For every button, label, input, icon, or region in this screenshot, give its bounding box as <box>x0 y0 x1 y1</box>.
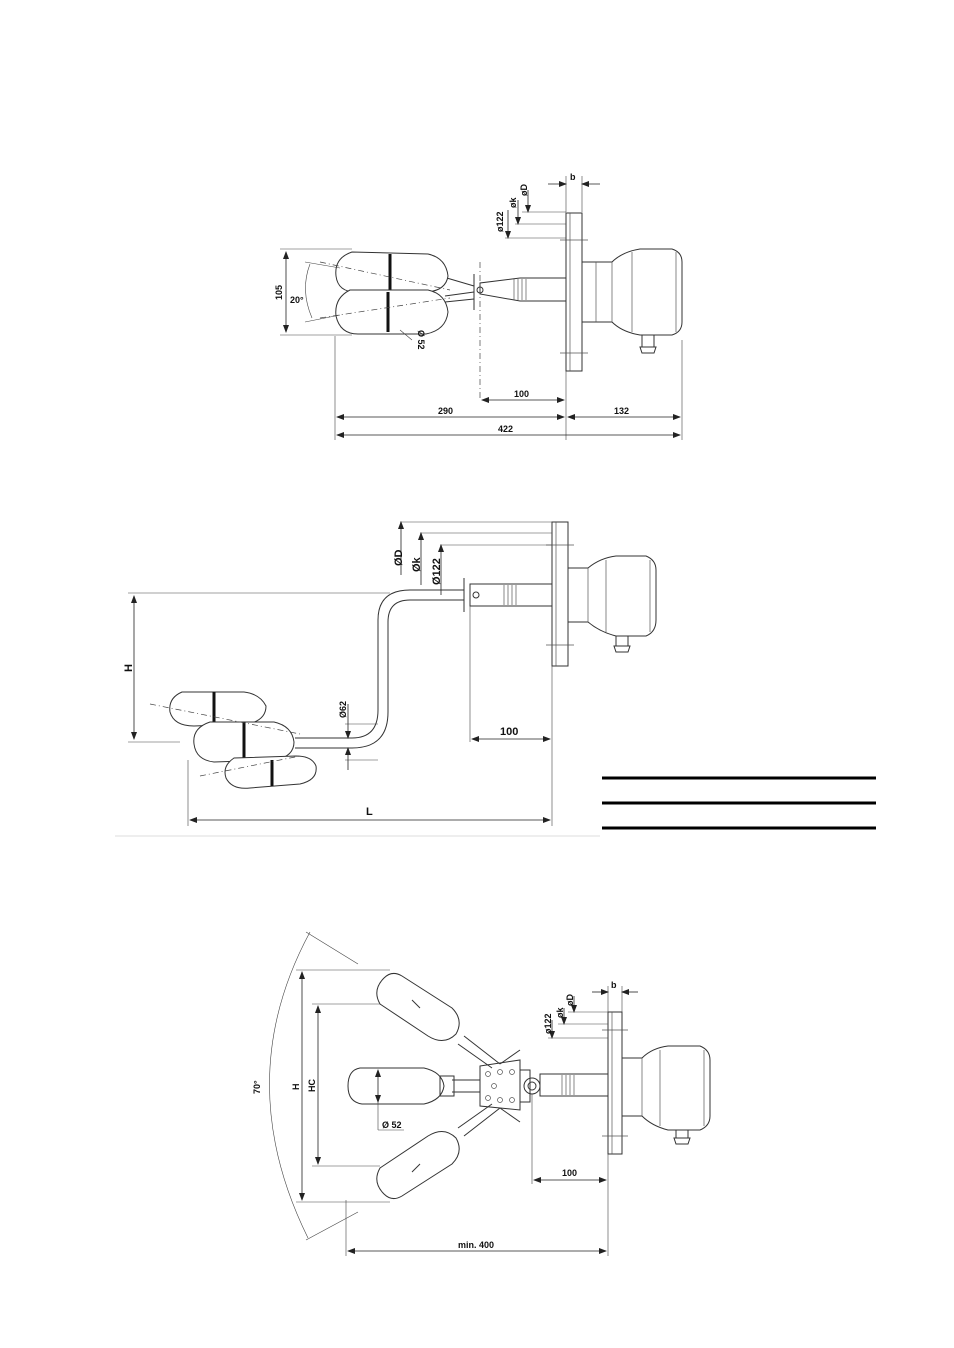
dim-100-label-1: 100 <box>514 389 529 399</box>
dia-k-label-3: øk <box>555 1007 565 1018</box>
drawing-3-float-switch-swivel: 70° H HC Ø 52 øD øk ø122 b 1 <box>252 931 711 1256</box>
shaft-2 <box>469 583 553 607</box>
dia-k-label-1: øk <box>508 197 518 208</box>
float-3-middle <box>347 1067 445 1105</box>
dim-105-label-1: 105 <box>274 285 284 300</box>
min-400-label: min. 400 <box>458 1240 494 1250</box>
dia-k-label-2: Øk <box>411 556 423 572</box>
b-label-3: b <box>611 980 617 990</box>
L-label: L <box>366 806 373 818</box>
float-3-lower <box>376 1131 460 1200</box>
dia-122-label-2: Ø122 <box>431 558 443 585</box>
dia-D-label-3: øD <box>565 994 575 1006</box>
angle-70-label: 70° <box>252 1080 262 1094</box>
HC-label: HC <box>307 1079 317 1092</box>
dia-122-label-3: ø122 <box>543 1013 553 1034</box>
dim-132-label: 132 <box>614 406 629 416</box>
dim-290-label: 290 <box>438 406 453 416</box>
H-label-2: H <box>123 664 135 672</box>
dim-100-label-2: 100 <box>500 726 518 738</box>
dia-52-label-3: Ø 52 <box>382 1120 402 1130</box>
housing-2 <box>567 555 657 637</box>
flange-2 <box>551 521 569 667</box>
dia-D-label-1: øD <box>519 184 529 196</box>
float-2-upper <box>169 691 267 727</box>
float-1-lower <box>335 289 449 335</box>
H-label-3: H <box>291 1084 301 1091</box>
dim-422-label: 422 <box>498 424 513 434</box>
bent-rod-2 <box>295 589 464 739</box>
drawing-1-float-switch-angled: 105 20° Ø 52 øD øk ø122 b 100 290 132 42… <box>274 172 683 440</box>
dia-122-label-1: ø122 <box>495 211 505 232</box>
flange-1 <box>565 212 583 372</box>
dia-D-label-2: ØD <box>393 549 405 566</box>
dia-62-label: Ø62 <box>338 701 348 718</box>
cable-gland-1 <box>641 334 655 348</box>
dim-100-label-3: 100 <box>562 1168 577 1178</box>
b-label-1: b <box>570 172 576 182</box>
cable-gland-2 <box>615 635 629 647</box>
drawing-2-float-switch-offset: H Ø62 ØD Øk Ø122 100 L <box>115 521 876 837</box>
housing-3 <box>621 1045 711 1131</box>
dia-52-label-1: Ø 52 <box>416 330 426 350</box>
shaft-1 <box>479 277 567 302</box>
float-3-upper <box>376 972 460 1041</box>
flange-3 <box>607 1011 623 1155</box>
cable-gland-3 <box>675 1129 689 1139</box>
angle-20-label: 20° <box>290 295 304 305</box>
